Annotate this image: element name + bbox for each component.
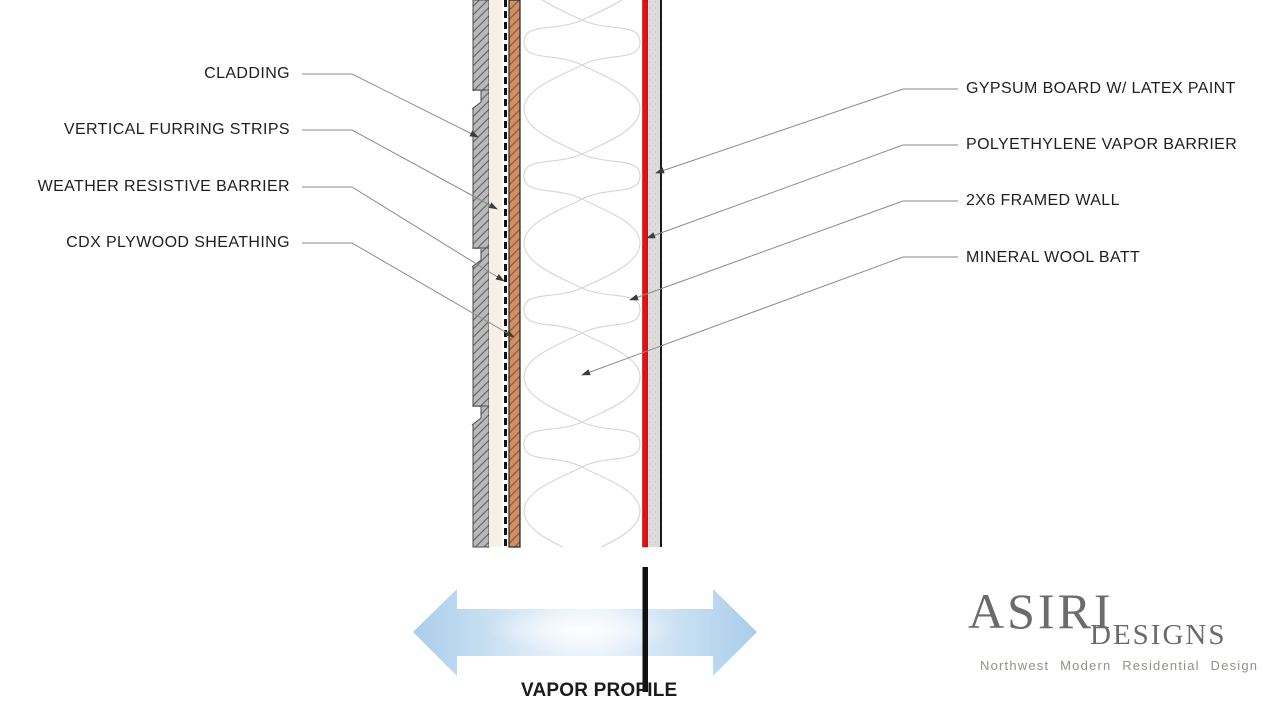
label-framed-wall: 2X6 FRAMED WALL: [966, 192, 1120, 209]
label-furring-strips: VERTICAL FURRING STRIPS: [63, 121, 290, 138]
leader-gypsum: [655, 88, 958, 174]
label-vapor-barrier: POLYETHYLENE VAPOR BARRIER: [966, 136, 1238, 153]
label-weather-barrier: WEATHER RESISTIVE BARRIER: [37, 178, 290, 195]
cladding-joint: [471, 89, 489, 110]
label-cladding: CLADDING: [204, 65, 290, 82]
label-mineral-wool: MINERAL WOOL BATT: [966, 249, 1141, 266]
gypsum-face-line: [660, 0, 662, 547]
wall-section: [471, 0, 662, 548]
leader-plywood: [302, 242, 515, 338]
insulation-batt-pattern: [521, 0, 643, 547]
gypsum-speckle: [648, 0, 660, 547]
leader-furring-strips: [302, 129, 498, 210]
vapor-profile-label: VAPOR PROFILE: [521, 680, 678, 701]
leader-lines: [302, 73, 958, 376]
vapor-profile-graphic: [413, 567, 757, 692]
vapor-profile-bar: [642, 567, 648, 692]
furring-gap-layer: [489, 0, 502, 547]
leader-mineral-wool: [581, 256, 958, 376]
leader-weather-barrier: [302, 186, 505, 282]
leader-cladding: [302, 73, 479, 138]
vapor-barrier-line: [642, 0, 649, 548]
leader-vapor-barrier: [646, 144, 958, 239]
logo-asiri-text: ASIRI: [968, 583, 1114, 639]
label-plywood: CDX PLYWOOD SHEATHING: [66, 234, 290, 251]
plywood-layer: [508, 0, 521, 548]
label-gypsum-board: GYPSUM BOARD W/ LATEX PAINT: [966, 80, 1236, 97]
logo-tagline: Northwest Modern Residential Design: [980, 658, 1259, 673]
logo-designs-text: DESIGNS: [1090, 619, 1227, 651]
cladding-layer: [472, 0, 490, 548]
leader-framed-wall: [629, 200, 958, 301]
cladding-joint: [471, 405, 489, 426]
arrow-glow: [488, 606, 678, 654]
